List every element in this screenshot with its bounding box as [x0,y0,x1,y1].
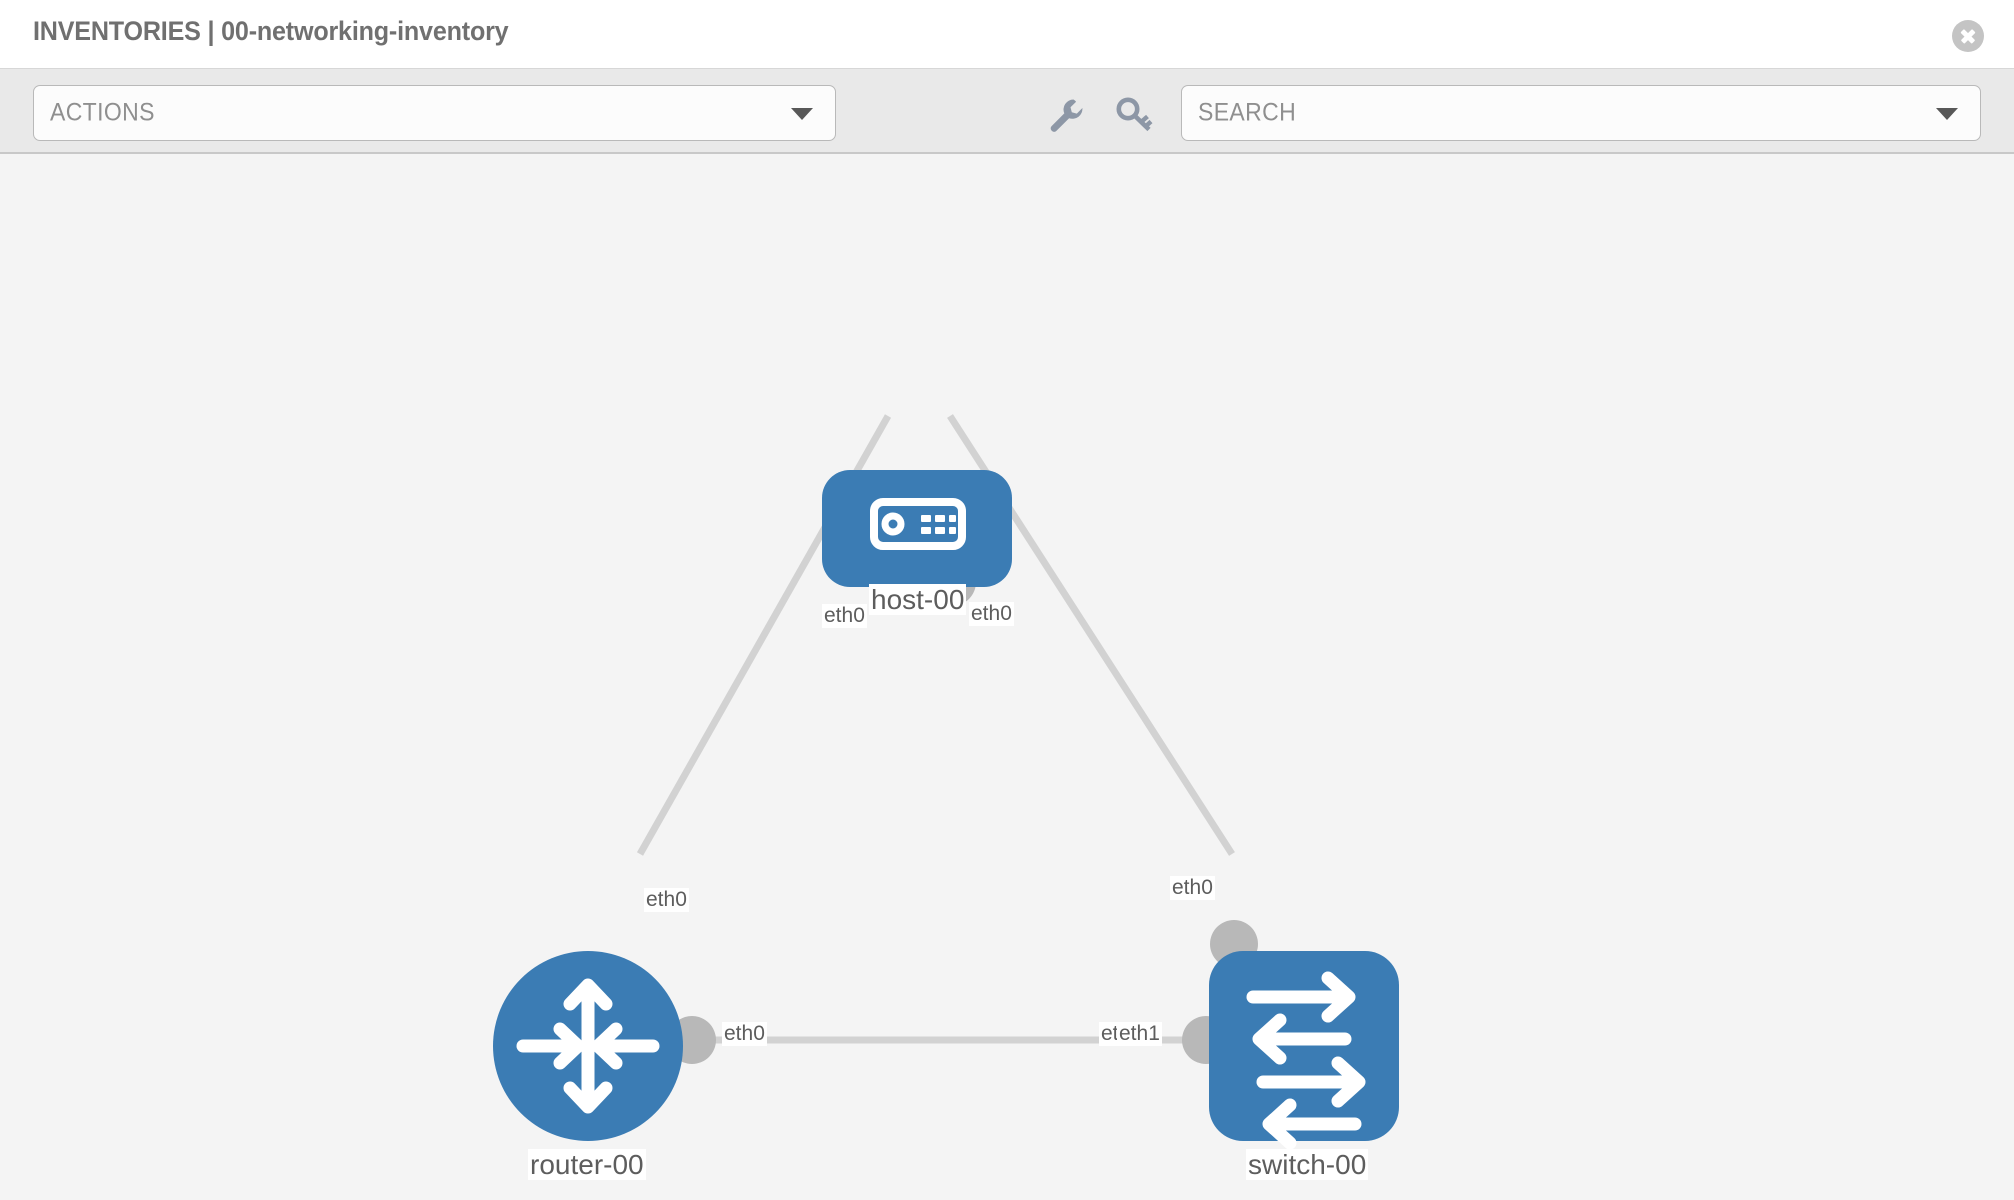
wrench-icon[interactable] [1046,95,1086,135]
interface-label-switch-up: eth0 [1170,876,1215,901]
node-label-router-00: router-00 [528,1149,646,1181]
search-input-value: SEARCH [1198,98,1297,127]
actions-dropdown-label: ACTIONS [50,98,155,127]
chevron-down-icon [1936,108,1958,120]
router-arrows-icon [516,978,660,1114]
switch-arrows-icon [1246,971,1366,1150]
server-icon [870,498,966,550]
topology-canvas[interactable]: eth0 host-00 eth0 eth0 eth0 eth0 eth0 et… [0,154,2014,1200]
search-input[interactable]: SEARCH [1181,85,1981,141]
interface-label-host-left: eth0 [822,604,867,629]
node-label-host-00: host-00 [869,584,967,616]
page-title: INVENTORIES | 00-networking-inventory [33,16,509,46]
interface-label-switch-left-eth1: eth1 [1117,1022,1162,1047]
interface-label-router-right: eth0 [722,1022,767,1047]
node-host-00[interactable] [822,470,1012,587]
key-icon[interactable] [1114,95,1154,135]
interface-label-host-right: eth0 [969,602,1014,627]
connector-nubs [668,558,1258,1064]
topology-graph [493,414,1399,1150]
toolbar: ACTIONS SEARCH [0,68,2014,154]
interface-label-router-up: eth0 [644,888,689,913]
node-label-switch-00: switch-00 [1246,1149,1369,1181]
close-icon[interactable] [1952,20,1984,52]
chevron-down-icon [791,108,813,120]
node-router-00[interactable] [493,951,683,1141]
actions-dropdown[interactable]: ACTIONS [33,85,836,141]
window-header: INVENTORIES | 00-networking-inventory [0,0,2014,68]
node-switch-00[interactable] [1209,951,1399,1150]
